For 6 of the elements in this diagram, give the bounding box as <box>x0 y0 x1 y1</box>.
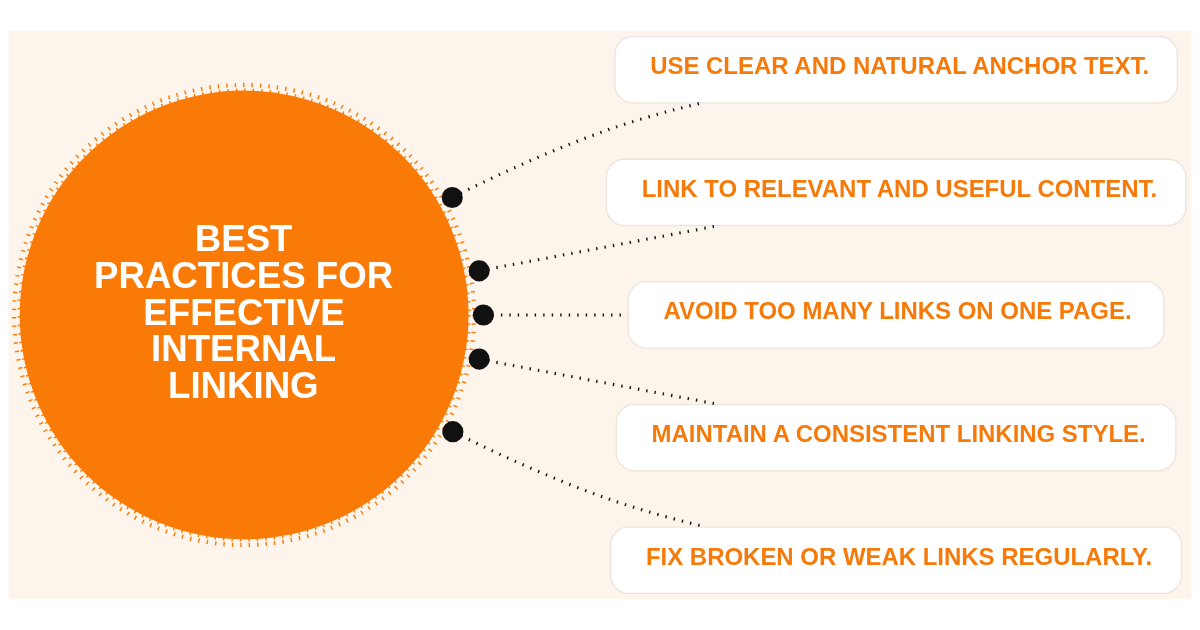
node-circle: BEST PRACTICES FOR EFFECTIVE INTERNAL LINKING <box>12 82 477 548</box>
node-box: USE CLEAR AND NATURAL ANCHOR TEXT. <box>614 35 1178 104</box>
node-box: MAINTAIN A CONSISTENT LINKING STYLE. <box>615 403 1177 472</box>
node-box: FIX BROKEN OR WEAK LINKS REGULARLY. <box>610 526 1183 595</box>
node-box: LINK TO RELEVANT AND USEFUL CONTENT. <box>605 158 1187 227</box>
node-box: AVOID TOO MANY LINKS ON ONE PAGE. <box>627 281 1165 349</box>
